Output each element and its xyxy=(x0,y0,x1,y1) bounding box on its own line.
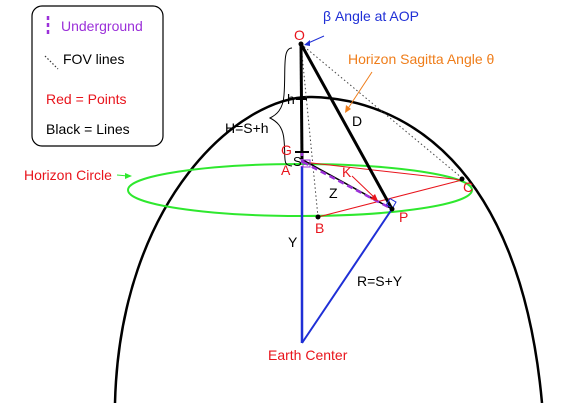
fov-line-right xyxy=(300,43,463,179)
horizon-sagitta-label: Horizon Sagitta Angle θ xyxy=(348,51,495,67)
line-r-label: R=S+Y xyxy=(357,273,403,289)
point-o-label: O xyxy=(294,27,305,43)
point-k-label: K xyxy=(342,164,352,180)
horizon-circle-label: Horizon Circle xyxy=(24,167,112,183)
point-g-label: G xyxy=(281,142,292,158)
legend-underground: Underground xyxy=(61,18,143,34)
k-arrow-head xyxy=(370,194,378,201)
line-y-label: Y xyxy=(288,234,298,250)
fov-line-left xyxy=(300,43,319,218)
point-p-dot xyxy=(389,206,395,212)
line-h-label: h xyxy=(287,91,295,107)
line-z-label: Z xyxy=(329,185,338,201)
earth-center-label: Earth Center xyxy=(268,347,348,363)
line-d xyxy=(299,43,394,210)
line-d-label: D xyxy=(352,113,362,129)
sagitta-arrow xyxy=(346,71,373,111)
beta-arrow-head xyxy=(304,40,310,46)
legend-fov-swatch xyxy=(44,55,59,70)
horizon-arrow-head xyxy=(125,173,132,179)
legend-black-lines: Black = Lines xyxy=(46,121,130,137)
line-z-underground xyxy=(302,160,393,211)
line-r-radius xyxy=(301,208,393,344)
legend-fov-lines: FOV lines xyxy=(63,51,124,67)
point-c-dot xyxy=(459,176,465,182)
point-b-dot xyxy=(315,214,321,220)
horizon-circle-ellipse xyxy=(127,163,473,217)
point-o-dot xyxy=(298,41,304,47)
right-angle-p xyxy=(385,197,397,209)
point-c-label: C xyxy=(463,179,473,195)
point-p-label: P xyxy=(399,209,408,225)
brace-h xyxy=(268,47,293,167)
point-b-label: B xyxy=(315,220,324,236)
point-a-label: A xyxy=(281,162,291,178)
legend-box xyxy=(31,5,164,147)
beta-angle-label: β Angle at AOP xyxy=(323,8,419,24)
line-o-s xyxy=(299,43,304,161)
right-angle-a xyxy=(302,159,311,168)
line-a-c xyxy=(302,161,463,181)
earth-circle xyxy=(113,95,544,403)
line-s-label: S xyxy=(293,154,302,169)
sagitta-arrow-head xyxy=(345,105,351,113)
k-arrow xyxy=(351,175,377,200)
line-hsh-label: H=S+h xyxy=(225,120,269,136)
legend-red-points: Red = Points xyxy=(46,91,127,107)
